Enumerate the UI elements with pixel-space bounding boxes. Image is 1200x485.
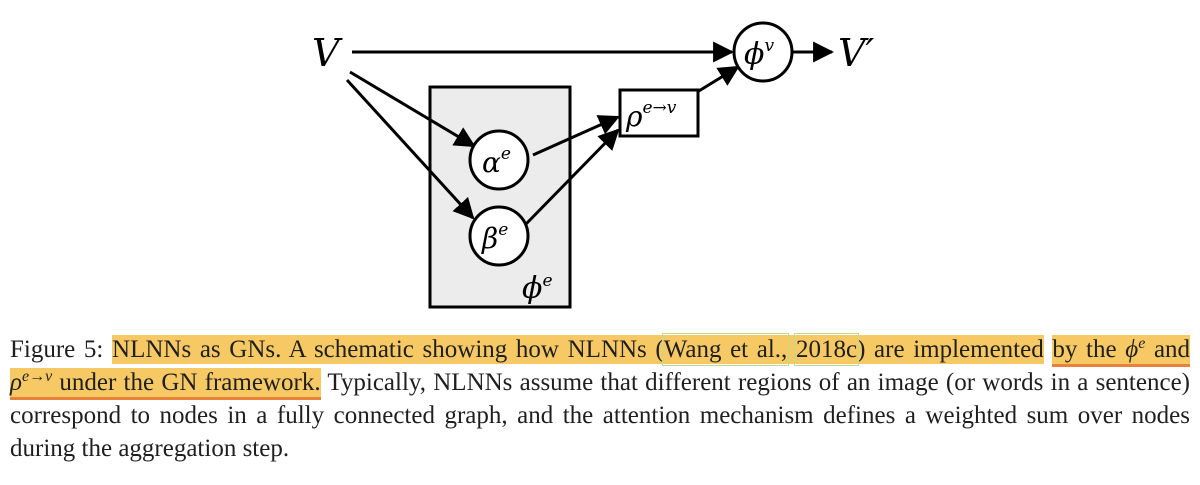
rho-node xyxy=(618,88,700,138)
figure-label: Figure 5: xyxy=(10,336,104,363)
phi-e-box-label: ϕe xyxy=(522,271,553,306)
and-text: and xyxy=(1153,336,1191,363)
rho-superscript: e→v xyxy=(22,368,53,385)
by-the-text: by the xyxy=(1052,336,1117,363)
rho-symbol: ρ xyxy=(10,369,22,396)
phi-symbol: ϕ xyxy=(1125,336,1139,363)
phi-v-label: ϕv xyxy=(744,36,774,72)
edge-V-to-alpha xyxy=(349,70,476,148)
alpha-label: αe xyxy=(482,144,511,179)
node-V-prime: V′ xyxy=(838,31,874,75)
gn-framework-text: under the GN framework. xyxy=(59,369,321,396)
caption-body-text: Typically, NLNNs assume that different r… xyxy=(10,369,1190,462)
node-V: V xyxy=(312,31,343,75)
edge-alpha-to-rho xyxy=(532,115,620,157)
caption-highlight-gap xyxy=(281,335,289,364)
caption-highlight-schematic: A schematic showing how NLNNs ( xyxy=(288,335,664,364)
beta-node xyxy=(468,205,530,267)
citation-link-year[interactable]: 2018c xyxy=(793,333,860,366)
edge-V-to-beta xyxy=(345,78,475,220)
edge-beta-to-rho xyxy=(524,128,620,226)
beta-label: βe xyxy=(481,220,508,255)
caption-highlight-title: NLNNs as GNs. xyxy=(112,335,282,364)
phi-v-node xyxy=(732,21,794,83)
caption-highlight-space xyxy=(787,335,796,364)
rho-label: ρe→v xyxy=(625,98,677,133)
caption-highlight-implemented: ) are implemented xyxy=(857,335,1044,364)
citation-link-authors[interactable]: Wang et al., xyxy=(661,333,790,366)
figure-caption: Figure 5: NLNNs as GNs. A schematic show… xyxy=(10,333,1191,465)
phi-superscript: e xyxy=(1138,335,1146,352)
nlnn-diagram: ϕe V V′ ϕv ρe→v αe βe xyxy=(312,21,874,309)
alpha-node xyxy=(468,129,530,191)
